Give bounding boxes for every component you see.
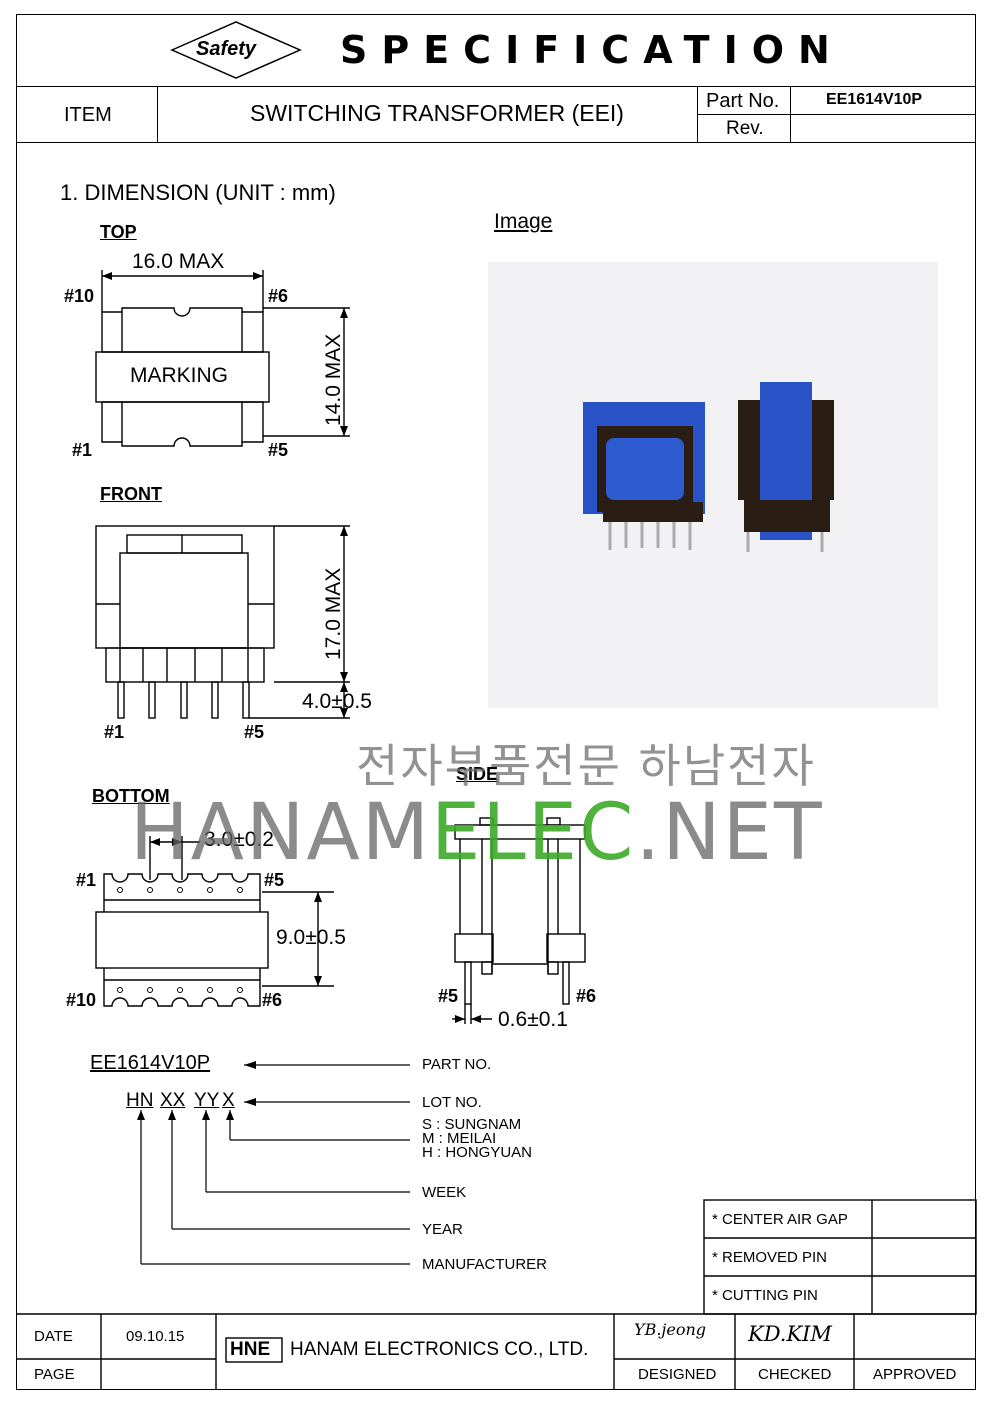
top-pin-10-label: #10 <box>64 286 95 306</box>
footer-date-label: DATE <box>34 1328 73 1345</box>
bottom-row-dimension: 9.0±0.5 <box>276 926 346 949</box>
checked-signature: KD.KIM <box>748 1322 832 1346</box>
option-cutting-pin: * CUTTING PIN <box>712 1287 818 1304</box>
bottom-pin-1-label: #1 <box>76 870 97 890</box>
marking-lot-meilai: M : MEILAI <box>422 1130 497 1147</box>
front-pin-5-label: #5 <box>244 722 265 742</box>
side-pin-6-label: #6 <box>576 986 597 1006</box>
option-center-air-gap: * CENTER AIR GAP <box>712 1211 848 1228</box>
footer-checked-label: CHECKED <box>758 1366 832 1383</box>
footer-approved-label: APPROVED <box>873 1366 957 1383</box>
safety-logo: Safety <box>196 38 257 60</box>
bottom-pitch-dimension: 3.0±0.2 <box>204 828 274 851</box>
marking-code-manufacturer: HN <box>126 1090 154 1111</box>
rev-divider <box>697 114 976 115</box>
top-view-drawing <box>95 270 350 447</box>
front-view-drawing <box>95 525 350 719</box>
rev-label: Rev. <box>726 118 764 139</box>
marking-lot-hongyuan: H : HONGYUAN <box>422 1144 533 1161</box>
marking-part-number: EE1614V10P <box>90 1052 211 1074</box>
option-removed-pin: * REMOVED PIN <box>712 1249 828 1266</box>
company-logo: HNE <box>230 1339 271 1360</box>
front-height-dimension: 17.0 MAX <box>322 567 345 660</box>
marking-year-label: YEAR <box>422 1221 463 1238</box>
document-title: SPECIFICATION <box>340 28 844 72</box>
watermark-part1: HANAM <box>130 788 432 878</box>
header-bottom-divider <box>16 142 976 143</box>
side-pin-5-label: #5 <box>438 986 459 1006</box>
marking-part-no-label: PART NO. <box>422 1056 492 1073</box>
footer-table-grid <box>16 1313 976 1390</box>
marking-manufacturer-label: MANUFACTURER <box>422 1256 548 1273</box>
item-divider <box>157 86 158 142</box>
bottom-pin-6-label: #6 <box>262 990 283 1010</box>
top-view-label: TOP <box>100 222 137 242</box>
top-pin-1-label: #1 <box>72 440 93 460</box>
image-label: Image <box>494 210 553 233</box>
side-pin-width-dimension: 0.6±0.1 <box>498 1008 568 1031</box>
safety-logo-diamond <box>170 21 302 79</box>
watermark-korean: 전자부품전문 하남전자 <box>356 739 816 793</box>
front-pin-1-label: #1 <box>104 722 125 742</box>
watermark-site: HANAMELEC.NET <box>130 788 824 878</box>
section-title: 1. DIMENSION (UNIT : mm) <box>60 180 336 205</box>
watermark-part2: ELEC <box>431 788 636 878</box>
spec-sheet-frame <box>16 14 976 1390</box>
top-marking-label: MARKING <box>130 364 229 387</box>
marking-leader-arrows <box>137 1061 256 1120</box>
bottom-pin-10-label: #10 <box>66 990 97 1010</box>
item-value: SWITCHING TRANSFORMER (EEI) <box>250 100 624 126</box>
footer-designed-label: DESIGNED <box>638 1366 717 1383</box>
footer-date-value: 09.10.15 <box>126 1328 185 1345</box>
top-height-dimension: 14.0 MAX <box>322 333 345 426</box>
options-table-grid <box>703 1199 977 1315</box>
product-photo <box>488 262 938 708</box>
marking-lot-label: LOT NO. <box>422 1094 482 1111</box>
front-view-label: FRONT <box>100 484 162 504</box>
top-pin-6-label: #6 <box>268 286 289 306</box>
top-pin-5-label: #5 <box>268 440 289 460</box>
watermark-part3: .NET <box>635 788 824 878</box>
top-width-dimension: 16.0 MAX <box>132 250 225 273</box>
bottom-pin-5-label: #5 <box>264 870 285 890</box>
part-no-value: EE1614V10P <box>826 91 923 108</box>
marking-code-year: XX <box>160 1090 186 1111</box>
side-view-label: SIDE <box>456 764 499 784</box>
marking-week-label: WEEK <box>422 1184 467 1201</box>
bottom-view-pin-holes <box>117 887 243 993</box>
footer-page-label: PAGE <box>34 1366 75 1383</box>
item-label: ITEM <box>64 104 112 126</box>
bottom-view-label: BOTTOM <box>92 786 170 806</box>
dimension-arrows <box>102 272 481 1023</box>
part-no-label: Part No. <box>706 90 780 112</box>
front-pin-length-dimension: 4.0±0.5 <box>302 690 372 713</box>
designed-signature: YB.jeong <box>634 1320 707 1339</box>
side-view-drawing <box>452 817 586 1024</box>
marking-leader-lines <box>140 1064 410 1265</box>
marking-code-lot: X <box>222 1090 235 1111</box>
header-divider <box>16 86 976 87</box>
marking-code-week: YY <box>194 1090 220 1111</box>
marking-lot-sungnam: S : SUNGNAM <box>422 1116 522 1133</box>
bottom-view-drawing <box>95 836 334 1007</box>
company-name: HANAM ELECTRONICS CO., LTD. <box>290 1339 589 1360</box>
